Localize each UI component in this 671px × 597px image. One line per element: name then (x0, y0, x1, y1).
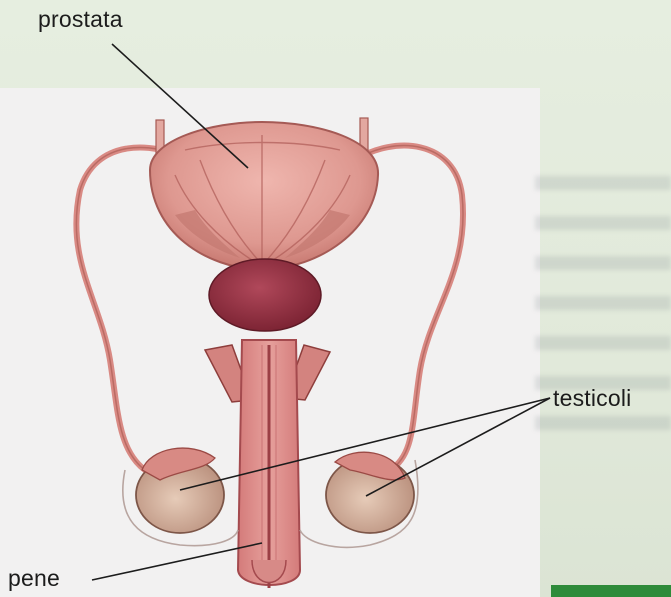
penis (238, 340, 300, 588)
label-prostate: prostata (38, 6, 123, 33)
penis-leader-line (92, 543, 262, 580)
testicle-left (136, 448, 224, 533)
page-edge-accent (551, 585, 671, 597)
label-testicles: testicoli (553, 385, 632, 412)
testicle-leader-line-right (366, 398, 550, 496)
prostate-gland (209, 259, 321, 331)
bladder (150, 122, 378, 270)
label-penis: pene (8, 565, 60, 592)
